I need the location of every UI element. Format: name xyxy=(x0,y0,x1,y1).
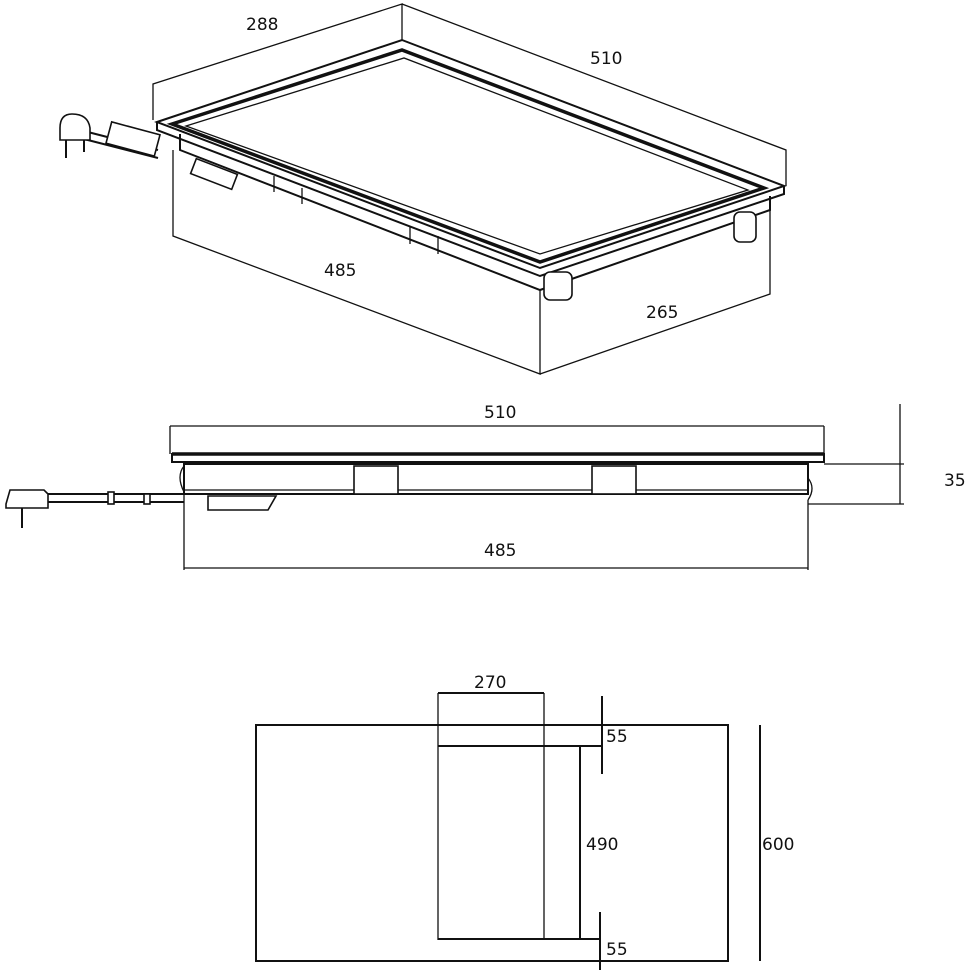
cutout-dim-600: 600 xyxy=(762,835,794,855)
iso-dim-485: 485 xyxy=(324,261,356,281)
iso-dim-288: 288 xyxy=(246,15,278,35)
isometric-view xyxy=(59,3,787,375)
iso-dim-510: 510 xyxy=(590,49,622,69)
cutout-dim-55-top: 55 xyxy=(606,727,628,747)
iso-dim-265: 265 xyxy=(646,303,678,323)
side-dim-510: 510 xyxy=(484,403,516,423)
cutout-dim-490: 490 xyxy=(586,835,618,855)
cutout-dim-270: 270 xyxy=(474,673,506,693)
cutout-dim-55-bottom: 55 xyxy=(606,940,628,960)
side-view xyxy=(5,404,904,570)
side-dim-485: 485 xyxy=(484,541,516,561)
cutout-view xyxy=(255,692,761,970)
side-dim-35: 35 xyxy=(944,471,966,491)
